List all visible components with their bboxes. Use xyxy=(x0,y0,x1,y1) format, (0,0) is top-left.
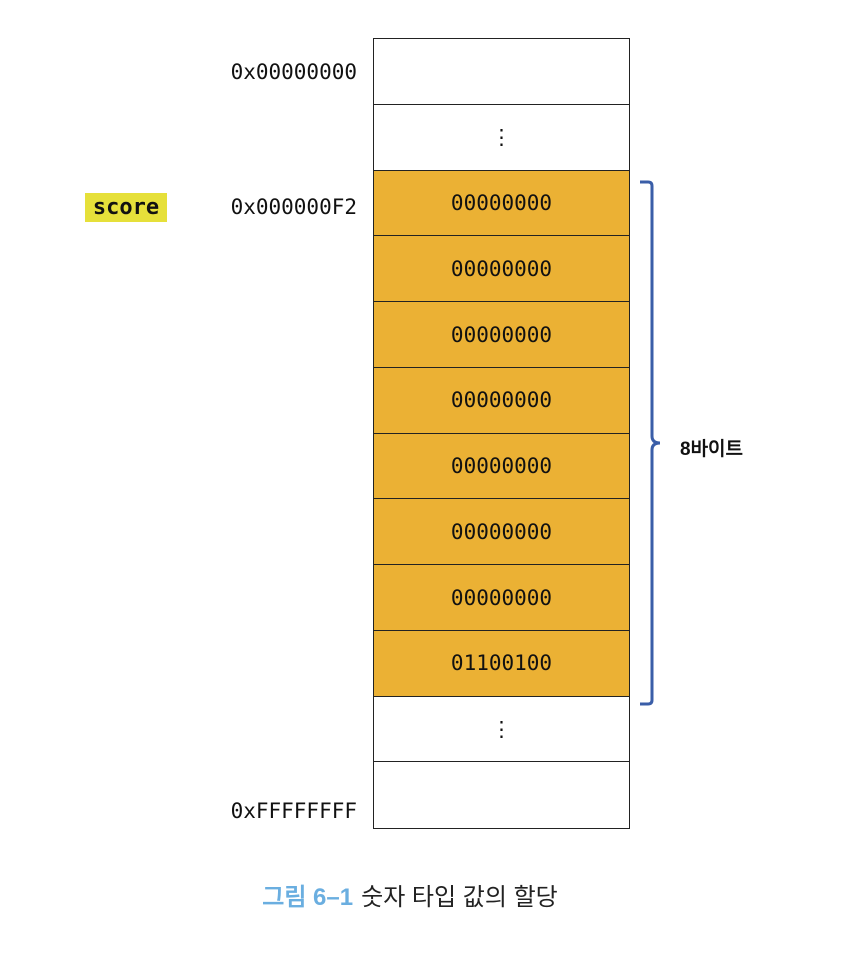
variable-label-score: score xyxy=(85,193,167,222)
byte-range-brace xyxy=(640,180,661,706)
caption-text: 숫자 타입 값의 할당 xyxy=(361,884,558,911)
memory-cell xyxy=(373,761,630,829)
memory-cell-byte: 00000000 xyxy=(373,432,630,500)
address-start: 0x00000000 xyxy=(230,60,357,84)
address-end: 0xFFFFFFFF xyxy=(230,799,357,823)
memory-cell-byte: 01100100 xyxy=(373,629,630,697)
figure-caption: 그림 6–1 숫자 타입 값의 할당 xyxy=(0,877,820,912)
memory-cell-byte: 00000000 xyxy=(373,498,630,566)
address-score: 0x000000F2 xyxy=(230,195,357,219)
figure-number: 그림 6–1 xyxy=(262,884,354,911)
memory-cell-byte: 00000000 xyxy=(373,564,630,632)
memory-cell-byte: 00000000 xyxy=(373,366,630,434)
memory-cell: ⋮ xyxy=(373,103,630,171)
memory-cell: ⋮ xyxy=(373,695,630,763)
memory-cell-byte: 00000000 xyxy=(373,301,630,369)
memory-cell xyxy=(373,38,630,106)
memory-cell-byte: 00000000 xyxy=(373,169,630,237)
memory-cell-byte: 00000000 xyxy=(373,235,630,303)
size-label: 8바이트 xyxy=(680,439,744,460)
